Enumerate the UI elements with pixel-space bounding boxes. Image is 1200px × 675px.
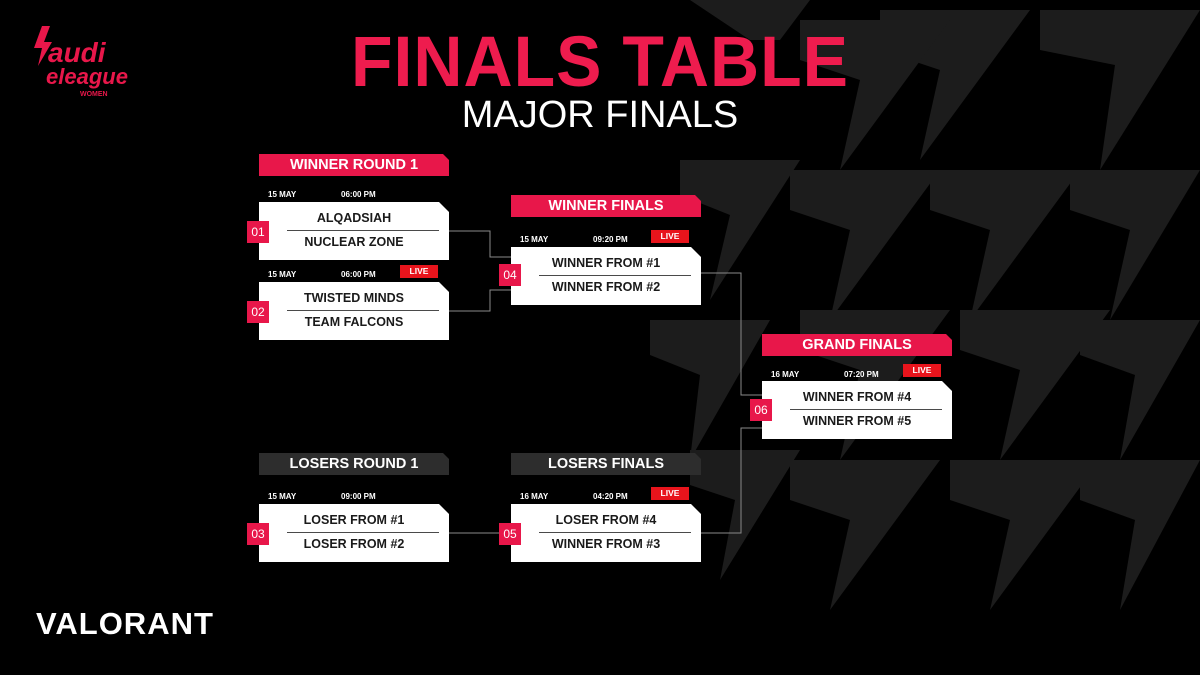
match-number-badge: 05 bbox=[499, 523, 521, 545]
match-team-2: WINNER FROM #5 bbox=[802, 414, 912, 428]
match-team-2: WINNER FROM #3 bbox=[551, 537, 661, 551]
match-team-2: WINNER FROM #2 bbox=[551, 280, 661, 294]
live-badge: LIVE bbox=[903, 364, 941, 377]
team-divider bbox=[790, 409, 942, 410]
saudi-eleague-logo-mark: audi eleague WOMEN bbox=[34, 26, 128, 98]
team-divider bbox=[287, 532, 439, 533]
bg-arrow-icon bbox=[680, 160, 800, 300]
match-time: 06:00 PM bbox=[341, 190, 376, 199]
match-card-02[interactable]: TWISTED MINDS TEAM FALCONS bbox=[259, 282, 449, 340]
team-divider bbox=[287, 310, 439, 311]
match-date: 16 MAY bbox=[771, 370, 800, 379]
round-header-grand-finals: GRAND FINALS bbox=[762, 334, 952, 356]
match-card-06[interactable]: WINNER FROM #4 WINNER FROM #5 bbox=[762, 381, 952, 439]
round-header-winner-round-1: WINNER ROUND 1 bbox=[259, 154, 449, 176]
match-date: 15 MAY bbox=[520, 235, 549, 244]
svg-text:WOMEN: WOMEN bbox=[80, 91, 108, 98]
match-team-2: LOSER FROM #2 bbox=[303, 537, 405, 551]
match-number-badge: 04 bbox=[499, 264, 521, 286]
svg-text:audi: audi bbox=[48, 37, 107, 68]
round-header-losers-round-1: LOSERS ROUND 1 bbox=[259, 453, 449, 475]
saudi-eleague-logo: audi eleague WOMEN bbox=[28, 22, 158, 102]
bg-arrow-icon bbox=[790, 170, 940, 320]
match-03-schedule: 15 MAY 09:00 PM bbox=[259, 490, 449, 504]
page-subtitle: MAJOR FINALS bbox=[461, 94, 739, 136]
match-team-2: TEAM FALCONS bbox=[304, 315, 404, 329]
match-time: 06:00 PM bbox=[341, 270, 376, 279]
bg-arrow-icon bbox=[650, 320, 770, 460]
match-team-1: WINNER FROM #1 bbox=[551, 256, 661, 270]
connector-04-to-06 bbox=[700, 272, 762, 396]
match-time: 04:20 PM bbox=[593, 492, 628, 501]
round-header-winner-finals: WINNER FINALS bbox=[511, 195, 701, 217]
bg-arrow-icon bbox=[1070, 170, 1200, 320]
match-date: 15 MAY bbox=[268, 270, 297, 279]
bg-arrow-icon bbox=[690, 450, 800, 580]
match-team-1: TWISTED MINDS bbox=[304, 291, 404, 305]
match-05-schedule: 16 MAY 04:20 PM bbox=[511, 490, 701, 504]
svg-text:eleague: eleague bbox=[46, 64, 128, 89]
bg-arrow-icon bbox=[950, 460, 1100, 610]
connector-05-to-06 bbox=[700, 427, 762, 534]
match-time: 09:20 PM bbox=[593, 235, 628, 244]
match-time: 09:00 PM bbox=[341, 492, 376, 501]
match-number-badge: 06 bbox=[750, 399, 772, 421]
match-04-schedule: 15 MAY 09:20 PM bbox=[511, 233, 701, 247]
bg-arrow-icon bbox=[1040, 10, 1200, 170]
connector-02-to-04 bbox=[449, 289, 511, 312]
match-team-1: WINNER FROM #4 bbox=[802, 390, 912, 404]
match-date: 15 MAY bbox=[268, 492, 297, 501]
bg-arrow-icon bbox=[960, 310, 1110, 460]
match-number-badge: 01 bbox=[247, 221, 269, 243]
connector-01-to-04 bbox=[449, 230, 511, 258]
match-time: 07:20 PM bbox=[844, 370, 879, 379]
match-card-03[interactable]: LOSER FROM #1 LOSER FROM #2 bbox=[259, 504, 449, 562]
match-card-04[interactable]: WINNER FROM #1 WINNER FROM #2 bbox=[511, 247, 701, 305]
round-header-losers-finals: LOSERS FINALS bbox=[511, 453, 701, 475]
match-number-badge: 03 bbox=[247, 523, 269, 545]
match-card-01[interactable]: ALQADSIAH NUCLEAR ZONE bbox=[259, 202, 449, 260]
team-divider bbox=[287, 230, 439, 231]
match-06-schedule: 16 MAY 07:20 PM bbox=[762, 368, 952, 382]
match-team-2: NUCLEAR ZONE bbox=[304, 235, 404, 249]
page-title: FINALS TABLE bbox=[350, 22, 850, 102]
bg-arrow-icon bbox=[800, 20, 950, 170]
match-card-05[interactable]: LOSER FROM #4 WINNER FROM #3 bbox=[511, 504, 701, 562]
bg-arrow-icon bbox=[1080, 460, 1200, 610]
valorant-logo: VALORANT bbox=[36, 606, 214, 641]
bg-arrow-icon bbox=[690, 0, 810, 40]
bg-arrow-icon bbox=[930, 170, 1080, 320]
team-divider bbox=[539, 532, 691, 533]
match-02-schedule: 15 MAY 06:00 PM bbox=[259, 268, 449, 282]
bg-arrow-icon bbox=[790, 460, 940, 610]
team-divider bbox=[539, 275, 691, 276]
live-badge: LIVE bbox=[400, 265, 438, 278]
match-team-1: ALQADSIAH bbox=[316, 211, 392, 225]
live-badge: LIVE bbox=[651, 230, 689, 243]
match-date: 16 MAY bbox=[520, 492, 549, 501]
match-number-badge: 02 bbox=[247, 301, 269, 323]
live-badge: LIVE bbox=[651, 487, 689, 500]
match-date: 15 MAY bbox=[268, 190, 297, 199]
match-team-1: LOSER FROM #4 bbox=[555, 513, 657, 527]
match-01-schedule: 15 MAY 06:00 PM bbox=[259, 188, 449, 202]
match-team-1: LOSER FROM #1 bbox=[303, 513, 405, 527]
bg-arrow-icon bbox=[1080, 320, 1200, 460]
